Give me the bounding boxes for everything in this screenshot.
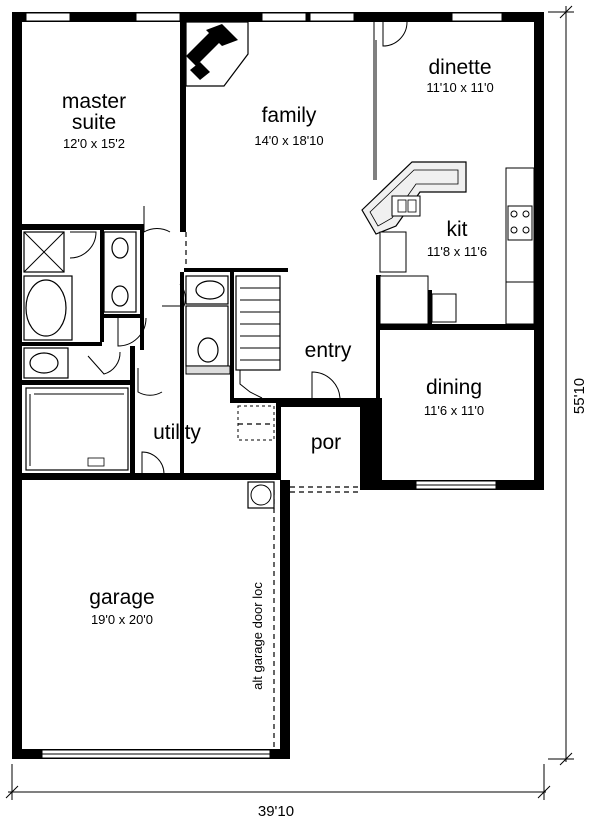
windows xyxy=(25,12,503,759)
utility-label: utility xyxy=(153,421,201,444)
utility-fixtures xyxy=(237,405,275,509)
alt-garage-door-label: alt garage door loc xyxy=(250,582,265,690)
por-label: por xyxy=(311,431,341,454)
kit-label: kit xyxy=(447,218,468,241)
entry-label: entry xyxy=(305,339,352,362)
dining-size: 11'6 x 11'0 xyxy=(424,403,484,418)
kitchen-counters xyxy=(361,161,535,325)
garage-size: 19'0 x 20'0 xyxy=(91,612,153,627)
stairs xyxy=(235,275,281,399)
garage-label: garage xyxy=(89,586,154,609)
family-label: family xyxy=(262,104,317,127)
master-suite-size: 12'0 x 15'2 xyxy=(63,136,125,151)
dining-label: dining xyxy=(426,376,482,399)
dinette-label: dinette xyxy=(428,56,491,79)
dinette-size: 11'10 x 11'0 xyxy=(426,80,493,95)
kit-size: 11'8 x 11'6 xyxy=(427,244,487,259)
room-labels: master suite 12'0 x 15'2 family 14'0 x 1… xyxy=(62,56,494,690)
fireplace-symbol xyxy=(185,21,249,87)
thin-lines xyxy=(185,22,534,749)
master-suite-label-line2: suite xyxy=(72,111,116,134)
interior-walls xyxy=(22,22,534,480)
overall-width-dimension: 39'10 xyxy=(258,803,294,820)
door-swings xyxy=(69,21,408,475)
bath-fixtures xyxy=(23,231,231,471)
master-suite-label-line1: master xyxy=(62,90,126,113)
dimension-lines: 39'10 55'10 xyxy=(5,5,588,820)
overall-depth-dimension: 55'10 xyxy=(571,378,588,414)
family-size: 14'0 x 18'10 xyxy=(254,133,323,148)
